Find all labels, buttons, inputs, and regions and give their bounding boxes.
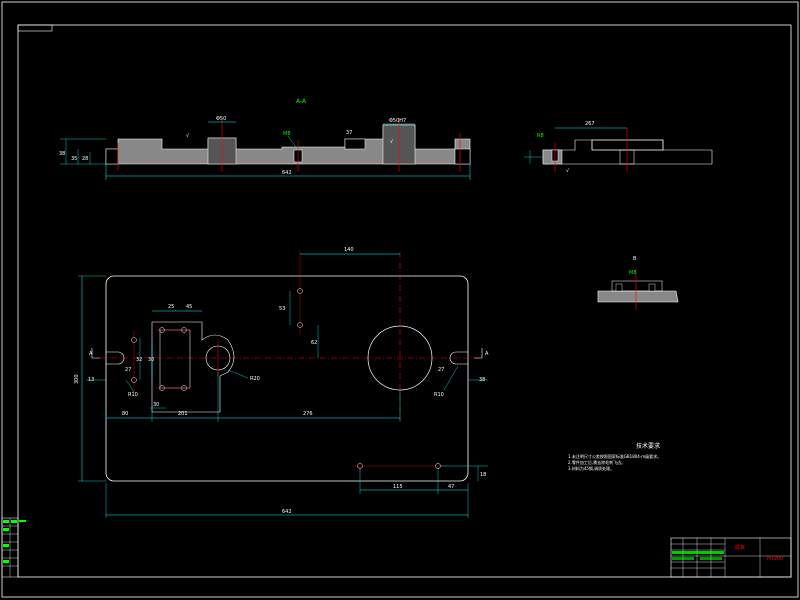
dim-plan-width: 642 xyxy=(282,509,292,515)
section-view-a-a: A-A 642 Φ50 Φ50H7 M8 37 38 35 28 √ xyxy=(59,98,471,180)
slot-right xyxy=(449,351,468,365)
dim-side-left: R8 xyxy=(537,133,544,139)
detail-view-title: B xyxy=(633,256,637,262)
dim-top-c: 37 xyxy=(346,130,352,136)
dim-plan-80: 80 xyxy=(122,411,128,417)
dim-plan-140: 140 xyxy=(344,247,354,253)
dim-plan-25: 25 xyxy=(168,304,174,310)
dim-plan-r10b: R10 xyxy=(434,392,444,398)
dim-top-a: Φ50 xyxy=(216,116,226,122)
tech-note-1: 1.未注明尺寸公差按照国家标准GB1804-m级要求。 xyxy=(568,453,661,459)
slot-left xyxy=(106,351,125,365)
dim-plan-38: 38 xyxy=(479,377,485,383)
dim-top-h3: 28 xyxy=(82,156,88,162)
dim-top-h1: 38 xyxy=(59,151,65,157)
drawing-label-box xyxy=(17,24,53,32)
detail-view-b: B M8 xyxy=(597,256,679,310)
tech-req-title: 技术要求 xyxy=(636,442,660,450)
dim-plan-276: 276 xyxy=(303,411,313,417)
dim-top-h2: 35 xyxy=(71,156,77,162)
boss-outline xyxy=(151,321,235,413)
dim-plan-r20: R20 xyxy=(250,376,260,382)
dim-plan-115: 115 xyxy=(393,484,403,490)
dim-plan-47: 47 xyxy=(448,484,454,490)
dim-plan-201: 201 xyxy=(178,411,188,417)
dim-plan-45: 45 xyxy=(186,304,192,310)
dim-plan-height: 300 xyxy=(74,374,80,384)
plan-view: 642 300 140 25 45 53 62 27 27 13 38 R10 … xyxy=(74,247,489,518)
detail-dim: M8 xyxy=(629,270,637,276)
dim-plan-30b: 30 xyxy=(148,357,154,363)
dim-plan-32: 32 xyxy=(136,357,142,363)
side-view: 267 R8 √ xyxy=(524,121,713,174)
roughness-mark-3: √ xyxy=(566,168,570,174)
dim-plan-r10a: R10 xyxy=(128,392,138,398)
dim-top-overall: 642 xyxy=(282,170,292,176)
dim-plan-53: 53 xyxy=(279,306,285,312)
roughness-mark-2: √ xyxy=(390,139,394,145)
dim-plan-62: 62 xyxy=(311,340,317,346)
section-marker-left: A xyxy=(89,351,93,357)
tech-note-3: 3.材料为45钢,调质处理。 xyxy=(568,465,614,471)
groove-outline xyxy=(159,329,191,389)
dim-side-width: 267 xyxy=(585,121,595,127)
dim-plan-27b: 27 xyxy=(438,367,444,373)
dim-top-d: Φ50H7 xyxy=(389,118,406,124)
title-block-code: HT200 xyxy=(767,556,783,562)
plan-outline xyxy=(105,275,469,482)
roughness-mark-1: √ xyxy=(186,133,190,139)
title-block-name: 底板 xyxy=(735,544,745,551)
section-marker-right: A xyxy=(485,351,489,357)
technical-requirements: 技术要求 1.未注明尺寸公差按照国家标准GB1804-m级要求。 2.零件加工后… xyxy=(568,442,661,471)
dim-top-b: M8 xyxy=(283,131,291,137)
tech-note-2: 2.零件加工后,需去除毛刺飞边。 xyxy=(568,459,625,465)
side-margin-table xyxy=(1,517,26,578)
dim-plan-13: 13 xyxy=(88,377,94,383)
section-view-title: A-A xyxy=(296,98,307,105)
drawing-border-inner xyxy=(17,24,792,578)
title-block: 底板 HT200 xyxy=(670,537,792,578)
dim-plan-18: 18 xyxy=(480,472,486,478)
dim-plan-27a: 27 xyxy=(125,367,131,373)
dim-plan-30: 30 xyxy=(153,402,159,408)
